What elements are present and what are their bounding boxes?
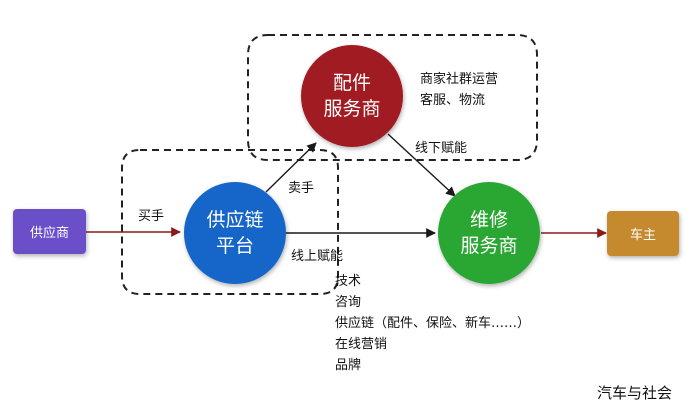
repair-label-line1: 维修 <box>469 209 508 231</box>
supplier-node <box>13 209 86 254</box>
parts-label-line1: 配件 <box>332 72 371 94</box>
parts-node <box>301 45 403 147</box>
supplier-label: 供应商 <box>13 209 86 254</box>
edge-label-offline: 线下赋能 <box>415 141 468 156</box>
repair-label: 维修 服务商 <box>438 182 540 284</box>
parts-group-outline <box>247 34 538 161</box>
parts-label: 配件 服务商 <box>301 45 403 147</box>
online-item-2: 咨询 <box>335 295 362 310</box>
online-items-list: 技术 咨询 供应链（配件、保险、新车……） 在线营销 品牌 <box>335 271 530 376</box>
platform-group-outline <box>121 149 339 295</box>
edge-label-buy: 买手 <box>138 209 165 224</box>
edge-label-online: 线上赋能 <box>291 249 344 264</box>
repair-node <box>438 182 540 284</box>
supplier-label-text: 供应商 <box>29 226 69 241</box>
edge-parts-repair <box>387 133 456 197</box>
platform-label: 供应链 平台 <box>184 182 286 284</box>
parts-note-1: 商家社群运营 <box>420 72 499 87</box>
owner-label-text: 车主 <box>629 228 656 243</box>
repair-label-line2: 服务商 <box>460 235 518 257</box>
platform-node <box>184 182 286 284</box>
watermark: 汽车与社会 <box>597 384 673 402</box>
owner-node <box>607 211 679 256</box>
edge-platform-parts <box>265 142 317 193</box>
platform-label-line2: 平台 <box>215 235 254 257</box>
parts-label-line2: 服务商 <box>323 98 381 120</box>
parts-note-2: 客服、物流 <box>420 93 486 108</box>
online-item-3: 供应链（配件、保险、新车……） <box>335 316 531 331</box>
online-item-4: 在线营销 <box>335 337 388 352</box>
online-item-5: 品牌 <box>335 358 362 373</box>
platform-label-line1: 供应链 <box>206 209 264 231</box>
edge-label-sell: 卖手 <box>288 181 315 196</box>
online-item-1: 技术 <box>335 274 362 289</box>
parts-notes: 商家社群运营 客服、物流 <box>420 69 498 111</box>
owner-label: 车主 <box>607 211 679 256</box>
